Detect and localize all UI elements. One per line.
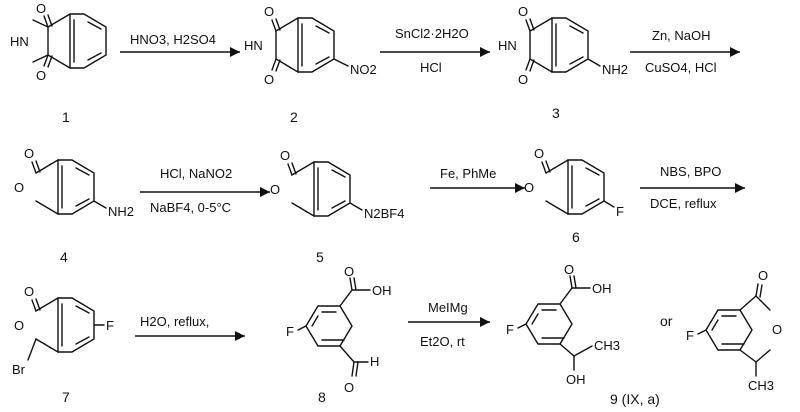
oxygen-atom: O bbox=[518, 4, 528, 19]
compound-number: 1 bbox=[62, 109, 70, 125]
reaction-arrow-4: HCl, NaNO2 NaBF4, 0-5°C bbox=[140, 166, 270, 215]
compound-4: O O NH2 4 bbox=[14, 146, 134, 265]
compound-number: 6 bbox=[572, 229, 580, 245]
compound-number: 3 bbox=[552, 105, 560, 121]
reagents-above: SnCl2·2H2O bbox=[395, 26, 469, 41]
hydroxyl-group: OH bbox=[592, 281, 612, 296]
hydroxyl-group: OH bbox=[372, 283, 392, 298]
compound-number: 7 bbox=[62, 389, 70, 405]
ring-oxygen-atom: O bbox=[772, 322, 782, 337]
oxygen-atom: O bbox=[280, 148, 290, 163]
nh-atom: HN bbox=[244, 38, 263, 53]
compound-3: O O HN NH2 3 bbox=[498, 4, 628, 121]
compound-5: O O N2BF4 5 bbox=[270, 148, 404, 265]
methyl-group: CH3 bbox=[748, 378, 774, 393]
methyl-group: CH3 bbox=[594, 338, 620, 353]
compound-number: 8 bbox=[318, 389, 326, 405]
hydroxyl-group: OH bbox=[566, 372, 586, 387]
compound-1: O O HN 1 bbox=[10, 1, 107, 125]
oxygen-atom: O bbox=[564, 262, 574, 277]
oxygen-atom: O bbox=[264, 72, 274, 87]
amino-group: NH2 bbox=[108, 204, 134, 219]
fluorine-atom: F bbox=[506, 322, 514, 337]
fluorine-atom: F bbox=[686, 328, 694, 343]
reaction-arrow-6: NBS, BPO DCE, reflux bbox=[640, 164, 745, 211]
compound-number: 2 bbox=[290, 109, 298, 125]
compound-6: O O F 6 bbox=[524, 146, 624, 245]
reagents-below: NaBF4, 0-5°C bbox=[150, 200, 231, 215]
oxygen-atom: O bbox=[36, 68, 46, 83]
reagents-below: Et2O, rt bbox=[420, 334, 465, 349]
oxygen-atom: O bbox=[24, 284, 34, 299]
ring-oxygen-atom: O bbox=[14, 180, 24, 195]
nh-atom: HN bbox=[10, 34, 29, 49]
reaction-arrow-3: Zn, NaOH CuSO4, HCl bbox=[630, 28, 740, 75]
nh-atom: HN bbox=[498, 38, 517, 53]
oxygen-atom: O bbox=[36, 1, 46, 16]
reagents-above: H2O, reflux, bbox=[140, 314, 209, 329]
bromine-atom: Br bbox=[12, 362, 26, 377]
compound-8: O OH H O F 8 bbox=[286, 264, 392, 405]
oxygen-atom: O bbox=[344, 380, 354, 395]
reagents-above: HCl, NaNO2 bbox=[160, 166, 232, 181]
compound-number: 5 bbox=[316, 249, 324, 265]
reagents-above: NBS, BPO bbox=[660, 164, 721, 179]
reagents-above: MeIMg bbox=[428, 300, 468, 315]
reaction-arrow-8: MeIMg Et2O, rt bbox=[408, 300, 490, 349]
reaction-arrow-7: H2O, reflux, bbox=[135, 314, 245, 341]
fluorine-atom: F bbox=[616, 204, 624, 219]
oxygen-atom: O bbox=[264, 4, 274, 19]
or-text: or bbox=[660, 313, 673, 329]
reaction-arrow-2: SnCl2·2H2O HCl bbox=[380, 26, 490, 75]
oxygen-atom: O bbox=[24, 146, 34, 161]
compound-number: 4 bbox=[60, 249, 68, 265]
oxygen-atom: O bbox=[344, 264, 354, 279]
compound-9-lactone: O O CH3 F bbox=[686, 268, 782, 393]
compound-7: O O F Br 7 bbox=[12, 284, 114, 405]
fluorine-atom: F bbox=[286, 324, 294, 339]
compound-9-acid: O OH CH3 OH F bbox=[506, 262, 620, 387]
reaction-arrow-1: HNO3, H2SO4 bbox=[120, 32, 240, 57]
reagents-above: Fe, PhMe bbox=[440, 166, 496, 181]
amino-group: NH2 bbox=[602, 62, 628, 77]
compound-2: O O HN NO2 2 bbox=[244, 4, 377, 125]
diazonium-group: N2BF4 bbox=[364, 206, 404, 221]
nitro-group: NO2 bbox=[350, 62, 377, 77]
ring-oxygen-atom: O bbox=[524, 180, 534, 195]
compound-number: 9 (IX, a) bbox=[610, 391, 660, 407]
ring-oxygen-atom: O bbox=[270, 182, 280, 197]
fluorine-atom: F bbox=[106, 318, 114, 333]
reagents-below: CuSO4, HCl bbox=[645, 60, 717, 75]
reagents-above: Zn, NaOH bbox=[652, 28, 711, 43]
oxygen-atom: O bbox=[518, 72, 528, 87]
reagents-above: HNO3, H2SO4 bbox=[130, 32, 216, 47]
reaction-arrow-5: Fe, PhMe bbox=[430, 166, 525, 193]
oxygen-atom: O bbox=[758, 268, 768, 283]
hydrogen-atom: H bbox=[370, 354, 379, 369]
oxygen-atom: O bbox=[534, 146, 544, 161]
reagents-below: HCl bbox=[420, 60, 442, 75]
reagents-below: DCE, reflux bbox=[650, 196, 717, 211]
ring-oxygen-atom: O bbox=[14, 318, 24, 333]
